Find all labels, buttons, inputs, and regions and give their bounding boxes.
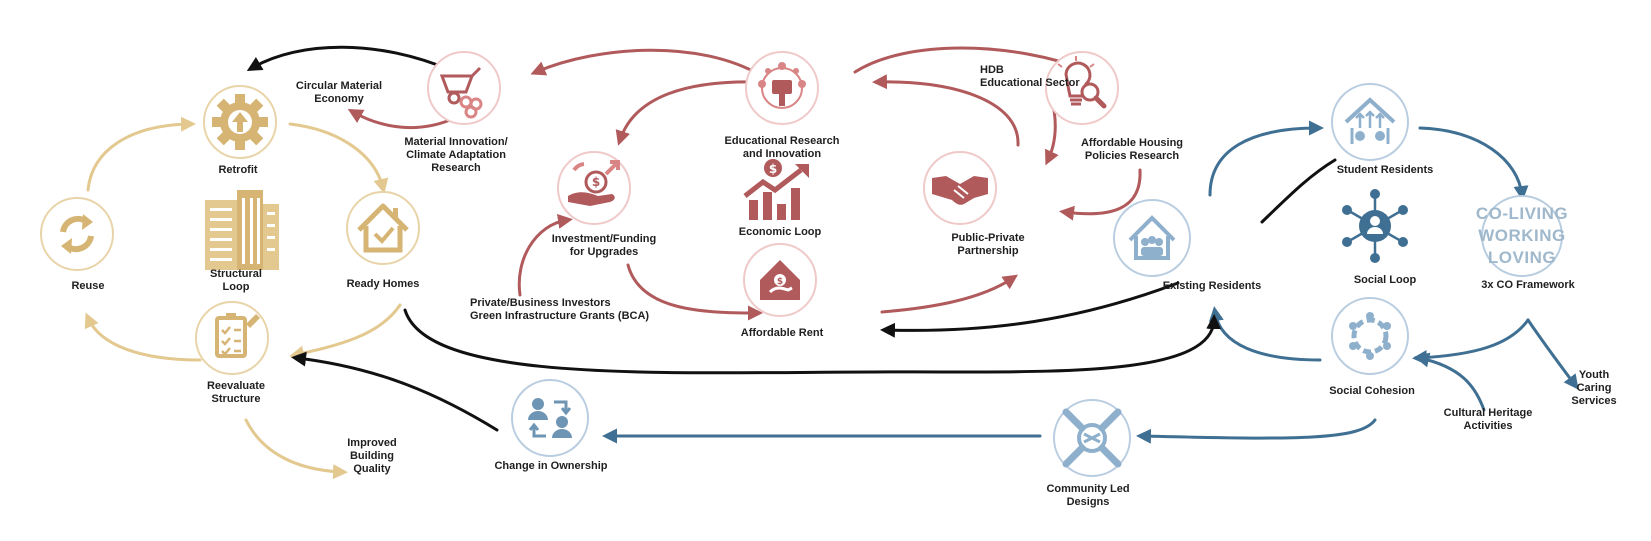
label-cultural-heritage-activities: Cultural Heritage Activities xyxy=(1443,407,1533,432)
hands-together-icon xyxy=(1062,408,1122,468)
label-student-residents: Student Residents xyxy=(1336,164,1434,176)
arrow-investment-to-rent xyxy=(626,263,763,321)
arrow-reevaluate-to-reuse xyxy=(84,312,202,362)
arrow-edu-to-material xyxy=(530,48,762,77)
node-affordable-housing-research xyxy=(1045,51,1119,125)
checklist-icon xyxy=(215,313,260,358)
arrow-cohesion-to-community xyxy=(1136,418,1377,444)
arrow-cultural-to-cohesion xyxy=(1414,352,1486,412)
label-social-loop: Social Loop xyxy=(1353,274,1417,286)
svg-text:$: $ xyxy=(769,162,777,176)
node-community-led-designs xyxy=(1053,399,1131,477)
label-existing-residents: Existing Residents xyxy=(1162,280,1262,292)
arrow-student-to-framework xyxy=(1418,126,1529,201)
label-change-in-ownership: Change in Ownership xyxy=(494,460,608,472)
label-public-private-partnership: Public-Private Partnership xyxy=(951,232,1025,257)
arrow-reuse-to-retrofit xyxy=(86,116,196,192)
label-economic-loop: Economic Loop xyxy=(738,226,822,238)
people-circle-icon xyxy=(1349,312,1391,360)
arrow-affordable-to-ppp xyxy=(1059,168,1142,221)
label-reevaluate-structure: Reevaluate Structure xyxy=(206,380,266,405)
wheelbarrow-icon xyxy=(439,66,483,119)
node-investment: $ xyxy=(557,151,631,225)
label-improved-building-quality: Improved Building Quality xyxy=(347,437,397,475)
house-check-icon xyxy=(357,203,409,253)
arrow-edu-to-investment xyxy=(615,80,762,146)
recycle-arrows-icon xyxy=(60,214,94,254)
node-student-residents xyxy=(1331,83,1409,161)
arrow-ready-to-reevaluate xyxy=(289,303,402,361)
lightbulb-magnifier-icon xyxy=(1057,56,1107,109)
house-people-icon xyxy=(1128,215,1176,260)
label-material-innovation: Material Innovation/ Climate Adaptation … xyxy=(404,136,508,174)
label-community-led-designs: Community Led Designs xyxy=(1046,483,1130,508)
node-material-innovation xyxy=(427,51,501,125)
arrow-material-to-retrofit xyxy=(246,45,452,72)
social-arrows xyxy=(602,120,1579,444)
node-affordable-rent: $ xyxy=(743,243,817,317)
node-educational-research xyxy=(745,51,819,125)
bar-chart-rising-icon: $ xyxy=(743,159,809,220)
label-hdb-educational-sector: HDB Educational Sector xyxy=(980,64,1080,89)
arrow-framework-to-cohesion xyxy=(1412,318,1530,366)
arrow-ownership-to-reevaluate xyxy=(291,351,499,432)
node-ready-homes xyxy=(346,191,420,265)
research-network-icon xyxy=(758,62,806,109)
node-public-private-partnership xyxy=(923,151,997,225)
label-reuse: Reuse xyxy=(71,280,105,292)
arrow-retrofit-to-ready xyxy=(288,122,389,194)
label-youth-caring-services: Youth Caring Services xyxy=(1571,369,1617,407)
label-investment-funding: Investment/Funding for Upgrades xyxy=(551,233,657,258)
label-circular-material-economy: Circular Material Economy xyxy=(295,80,383,105)
building-icon xyxy=(205,190,279,270)
structural-arrows xyxy=(84,116,402,480)
arrow-investors-to-investment xyxy=(517,213,573,297)
label-affordable-rent: Affordable Rent xyxy=(740,327,824,339)
svg-text:$: $ xyxy=(592,175,600,189)
link-arrows xyxy=(246,45,1337,432)
arrow-cohesion-to-existing xyxy=(1208,306,1322,362)
node-existing-residents xyxy=(1113,199,1191,277)
arrow-existing-to-student xyxy=(1208,120,1324,197)
arrow-rent-to-ppp xyxy=(880,274,1018,314)
arrow-reevaluate-to-improved xyxy=(244,418,348,480)
svg-text:$: $ xyxy=(777,277,783,287)
arrow-existing-to-rent xyxy=(880,281,1180,338)
people-exchange-icon xyxy=(528,398,572,438)
label-affordable-housing-research: Affordable Housing Policies Research xyxy=(1080,137,1184,162)
hand-coin-icon: $ xyxy=(568,160,620,206)
gear-up-arrow-icon xyxy=(212,94,268,150)
node-social-cohesion xyxy=(1331,297,1409,375)
label-retrofit: Retrofit xyxy=(218,164,258,176)
node-change-in-ownership xyxy=(511,379,589,457)
arrow-existing-to-student-black xyxy=(1260,158,1337,224)
arrow-ready-to-existing xyxy=(403,308,1222,375)
node-reevaluate xyxy=(195,301,269,375)
label-social-cohesion: Social Cohesion xyxy=(1329,385,1415,397)
label-educational-research: Educational Research and Innovation xyxy=(724,135,840,160)
node-framework xyxy=(1481,195,1563,277)
label-investors-grants: Private/Business Investors Green Infrast… xyxy=(470,297,650,322)
label-structural-loop: Structural Loop xyxy=(210,268,262,293)
node-reuse xyxy=(40,197,114,271)
arrow-material-to-circular xyxy=(347,109,452,129)
house-hand-icon: $ xyxy=(760,260,800,300)
arrow-framework-to-youth xyxy=(1526,318,1579,390)
handshake-icon xyxy=(932,176,988,205)
house-arrows-icon xyxy=(1344,97,1396,144)
social-network-icon xyxy=(1342,189,1408,263)
arrow-ppp-to-edu xyxy=(872,74,1020,147)
framework-text: CO-LIVING WORKING LOVING xyxy=(1475,204,1569,267)
label-ready-homes: Ready Homes xyxy=(346,278,420,290)
label-3x-co-framework: 3x CO Framework xyxy=(1481,279,1575,291)
node-retrofit xyxy=(203,85,277,159)
